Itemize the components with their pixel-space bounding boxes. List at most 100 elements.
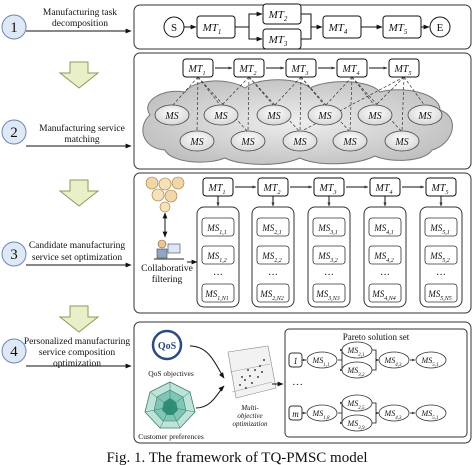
step-1-label-line1: Manufacturing task	[43, 7, 117, 18]
stage3-set-2-item-3-label-main: MS	[259, 289, 272, 299]
sol1-id: 1	[293, 356, 298, 366]
stage3-set-4-item-2-label-sub: 4,2	[386, 257, 394, 264]
stage3-set-1-item-3-label-sub: 1,N1	[217, 296, 229, 302]
stage3-set-4-item-1-label: MS4,1	[373, 223, 394, 236]
step-4-number: 4	[10, 344, 18, 360]
stage3-task-2-label-sub: 2	[277, 190, 280, 196]
stage2-service-9-label: MS	[292, 137, 306, 148]
stage3-task-3-label-main: MT	[319, 183, 335, 194]
sol1-node-5-label-sub: 5,1	[432, 363, 438, 368]
sol1-node-2-label: MS2,1	[347, 346, 365, 358]
stage2-service-7-label: MS	[189, 137, 203, 148]
stage3-task-3-label-sub: 3	[332, 190, 336, 196]
stage3-set-5-item-2-label: MS5,2	[429, 251, 450, 264]
sol1-node-3-label-sub: 3,2	[358, 373, 365, 378]
sol1-node-3-label-main: MS	[347, 366, 359, 375]
sol1-node-1-label-sub: 1,1	[323, 363, 329, 368]
end-node	[429, 16, 451, 38]
stage3-set-5-item-3-label-sub: 5,N5	[440, 296, 452, 302]
stage3-set-2-item-1-label: MS2,1	[261, 223, 282, 236]
stage2-task-4-label: MT4	[342, 64, 360, 77]
moo-label-line3: optimization	[232, 420, 268, 428]
sol1-node-4-label-sub: 4,3	[395, 363, 402, 368]
stage2-task-3-label-main: MT	[291, 64, 307, 75]
sol1-node-1-label: MS1,1	[312, 356, 330, 368]
stage2-service-5	[357, 104, 393, 126]
stage1-task-2-sub: 2	[284, 15, 288, 23]
stage4-panel	[133, 321, 472, 444]
stage4-personalized: QoS QoS objectives Customer preferences	[138, 328, 468, 441]
stage2-task-2-label: MT2	[239, 64, 257, 77]
sol1-node-5-label-main: MS	[421, 356, 433, 365]
step-4-label-line3: optimization	[53, 359, 101, 369]
qos-logo-text: QoS	[158, 341, 177, 352]
stage3-set-1-item-2-label: MS1,2	[206, 251, 227, 264]
stage3-set-2-item-2-label: MS2,2	[261, 251, 282, 264]
stage3-set-4-item-3-label: MS4,N4	[371, 289, 396, 302]
sol1-node-1	[306, 351, 338, 369]
stage3-set-1-item-1-label-main: MS	[206, 223, 219, 233]
step-4-label-line2: service composition	[39, 348, 115, 358]
stage2-task-3	[285, 58, 317, 78]
stage3-set-2-item-3	[256, 283, 290, 303]
filter-label-line1: Collaborative	[141, 264, 193, 274]
stage3-task-1-label: MT1	[208, 183, 226, 196]
stage3-task-4-label-main: MT	[375, 183, 391, 194]
stage3-set-5-item-1-label-sub: 5,1	[442, 230, 450, 236]
stage3-set-1-item-3	[201, 283, 235, 303]
stage2-service-10-label: MS	[342, 137, 356, 148]
step-2: 2 Manufacturing service matching	[1, 119, 132, 149]
stage3-set-2-item-1-label-main: MS	[261, 223, 274, 233]
stage2-task-5-label-sub: 5	[408, 71, 411, 77]
figure-caption: Fig. 1. The framework of TQ-PMSC model	[106, 450, 367, 465]
stage3-set-3-dots: ···	[324, 270, 334, 281]
stage3-task-5-label-main: MT	[431, 183, 447, 194]
stage3-set-3-item-1	[312, 217, 346, 237]
pareto-dots: ···	[292, 379, 303, 391]
step-3-number: 3	[10, 247, 18, 263]
stage3-set-4-item-1-label-main: MS	[373, 223, 386, 233]
solm-node-5-label-main: MS	[421, 409, 433, 418]
stage1-task-3-sub: 3	[283, 40, 288, 48]
solm-node-1	[306, 404, 338, 422]
stage3-set-5-item-2-label-main: MS	[429, 251, 442, 261]
stage2-task-5-label: MT5	[394, 64, 412, 77]
preference-radar-icon	[144, 381, 196, 429]
stage2-service-11-label: MS	[394, 137, 408, 148]
stage2-task-5-label-main: MT	[394, 64, 410, 75]
stage2-task-1-label-main: MT	[188, 64, 204, 75]
stage3-set-2-item-2	[256, 245, 290, 265]
qos-logo: QoS	[151, 329, 183, 361]
stage2-service-6-label: MS	[417, 111, 431, 122]
stage2-task-3-label: MT3	[291, 64, 309, 77]
stage3-task-4-label: MT4	[375, 183, 393, 196]
stage2-task-4-label-sub: 4	[356, 70, 359, 77]
stage3-set-1-item-2	[201, 245, 235, 265]
stage3-set-4-item-3	[368, 283, 402, 303]
stage3-set-3-item-1-label: MS3,1	[317, 223, 338, 236]
stage3-set-1-item-2-label-sub: 1,2	[219, 258, 227, 264]
step-2-label-line1: Manufacturing service	[39, 123, 125, 134]
stage2-service-2-label: MS	[213, 111, 227, 122]
sol1-node-4-label-main: MS	[384, 356, 396, 365]
stage2-task-1-label: MT1	[188, 64, 206, 77]
stage3-task-2-label: MT2	[263, 183, 281, 196]
user-desk-icon	[154, 239, 184, 260]
stage3-set-1-item-1-label: MS1,1	[206, 223, 227, 236]
solm-node-4-label-sub: 4,3	[395, 416, 402, 421]
step-3: 3 Candidate manufacturing service set op…	[1, 240, 132, 268]
solm-node-3	[341, 414, 373, 432]
solm-node-5	[415, 404, 447, 422]
stage2-task-3-label-sub: 3	[304, 71, 308, 77]
stage3-task-5-label-sub: 5	[445, 190, 448, 196]
solm-node-2-label-main: MS	[347, 399, 359, 408]
step-4: 4 Personalized manufacturing service com…	[1, 336, 132, 369]
stage3-task-1-label-main: MT	[208, 183, 224, 194]
stage3-set-5-item-1-label: MS5,1	[429, 223, 450, 236]
solm-node-3-label-sub: 3,9	[358, 426, 365, 431]
solm-node-1-label-sub: 1,8	[323, 416, 330, 421]
stage2-service-7	[179, 130, 215, 152]
pareto-scatter-icon	[227, 345, 277, 399]
solm-node-1-label-main: MS	[312, 409, 324, 418]
